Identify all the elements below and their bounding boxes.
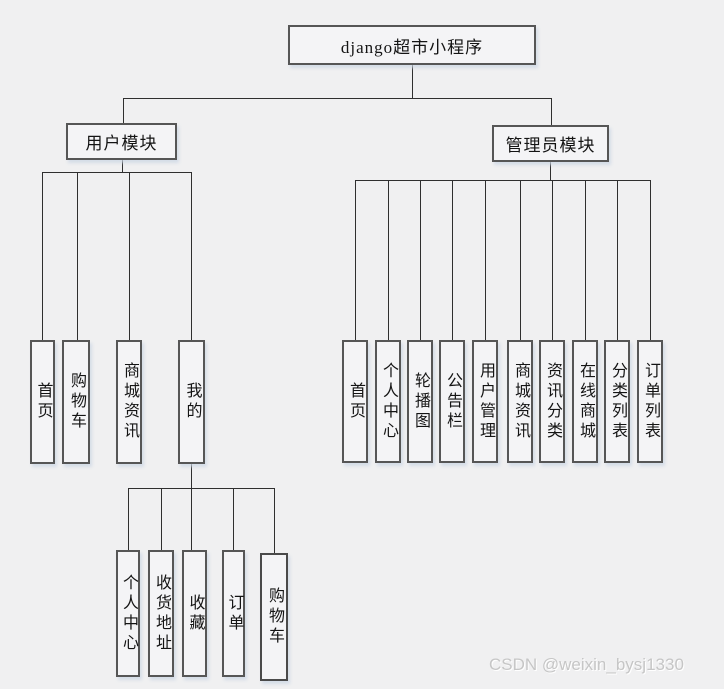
node-user-cart: 购物车 <box>62 340 90 464</box>
node-admin-home: 首页 <box>342 340 368 463</box>
node-admin-module: 管理员模块 <box>492 125 609 162</box>
connector-line <box>551 98 552 125</box>
node-mine-orders: 订单 <box>222 550 245 677</box>
node-user-home: 首页 <box>30 340 55 464</box>
connector-line <box>412 65 413 98</box>
node-user-mine: 我的 <box>178 340 205 464</box>
connector-line <box>128 488 129 550</box>
node-admin-user-mgmt: 用户管理 <box>472 340 498 463</box>
connector-line <box>233 488 234 550</box>
connector-line <box>650 180 651 340</box>
connector-line <box>42 172 43 340</box>
node-admin-carousel: 轮播图 <box>407 340 433 463</box>
node-user-module-label: 用户模块 <box>85 134 158 153</box>
connector-line <box>161 488 162 550</box>
connector-line <box>123 98 124 123</box>
node-root: django超市小程序 <box>288 25 536 65</box>
connector-line <box>122 160 123 172</box>
node-label: 我的 <box>183 382 201 422</box>
node-label: 公告栏 <box>444 371 461 432</box>
node-label: 收藏 <box>186 593 204 634</box>
node-mine-profile: 个人中心 <box>116 550 140 677</box>
node-root-label: django超市小程序 <box>340 37 484 57</box>
node-label: 购物车 <box>68 372 85 432</box>
node-label: 个人中心 <box>120 573 137 654</box>
watermark: CSDN @weixin_bysj1330 <box>489 655 684 674</box>
connector-line <box>388 180 389 340</box>
connector-line <box>128 488 274 489</box>
connector-line <box>550 162 551 180</box>
connector-line <box>552 180 553 340</box>
node-user-module: 用户模块 <box>66 123 177 160</box>
connector-line <box>520 180 521 340</box>
connector-line <box>420 180 421 340</box>
connector-line <box>191 488 192 550</box>
node-label: 分类列表 <box>609 361 626 442</box>
node-label: 商城资讯 <box>512 361 529 442</box>
connector-line <box>355 180 356 340</box>
node-admin-news-category: 资讯分类 <box>539 340 565 463</box>
node-mine-cart: 购物车 <box>260 553 288 681</box>
node-label: 订单 <box>225 593 243 634</box>
node-admin-profile: 个人中心 <box>375 340 401 463</box>
node-admin-module-label: 管理员模块 <box>505 136 596 155</box>
connector-line <box>191 172 192 340</box>
connector-line <box>191 464 192 488</box>
node-label: 用户管理 <box>477 361 494 442</box>
node-label: 在线商城 <box>577 361 594 442</box>
node-label: 收货地址 <box>153 573 170 654</box>
connector-line <box>42 172 191 173</box>
node-label: 首页 <box>347 381 364 422</box>
node-mine-address: 收货地址 <box>148 550 174 677</box>
node-admin-category-list: 分类列表 <box>604 340 630 463</box>
node-label: 个人中心 <box>380 361 397 442</box>
connector-line <box>452 180 453 340</box>
connector-line <box>585 180 586 340</box>
connector-line <box>77 172 78 340</box>
node-label: 购物车 <box>266 587 283 647</box>
node-user-mall-news: 商城资讯 <box>116 340 142 464</box>
node-admin-mall-news: 商城资讯 <box>507 340 533 463</box>
node-label: 订单列表 <box>642 361 659 442</box>
node-admin-order-list: 订单列表 <box>637 340 663 463</box>
connector-line <box>617 180 618 340</box>
node-label: 轮播图 <box>412 371 429 432</box>
node-admin-online-mall: 在线商城 <box>572 340 598 463</box>
connector-line <box>274 488 275 553</box>
connector-line <box>123 98 552 99</box>
connector-line <box>485 180 486 340</box>
node-admin-bulletin: 公告栏 <box>439 340 465 463</box>
node-mine-favorites: 收藏 <box>182 550 207 677</box>
node-label: 资讯分类 <box>544 361 561 442</box>
node-label: 商城资讯 <box>121 362 138 442</box>
node-label: 首页 <box>34 382 52 422</box>
connector-line <box>129 172 130 340</box>
connector-line <box>355 180 650 181</box>
